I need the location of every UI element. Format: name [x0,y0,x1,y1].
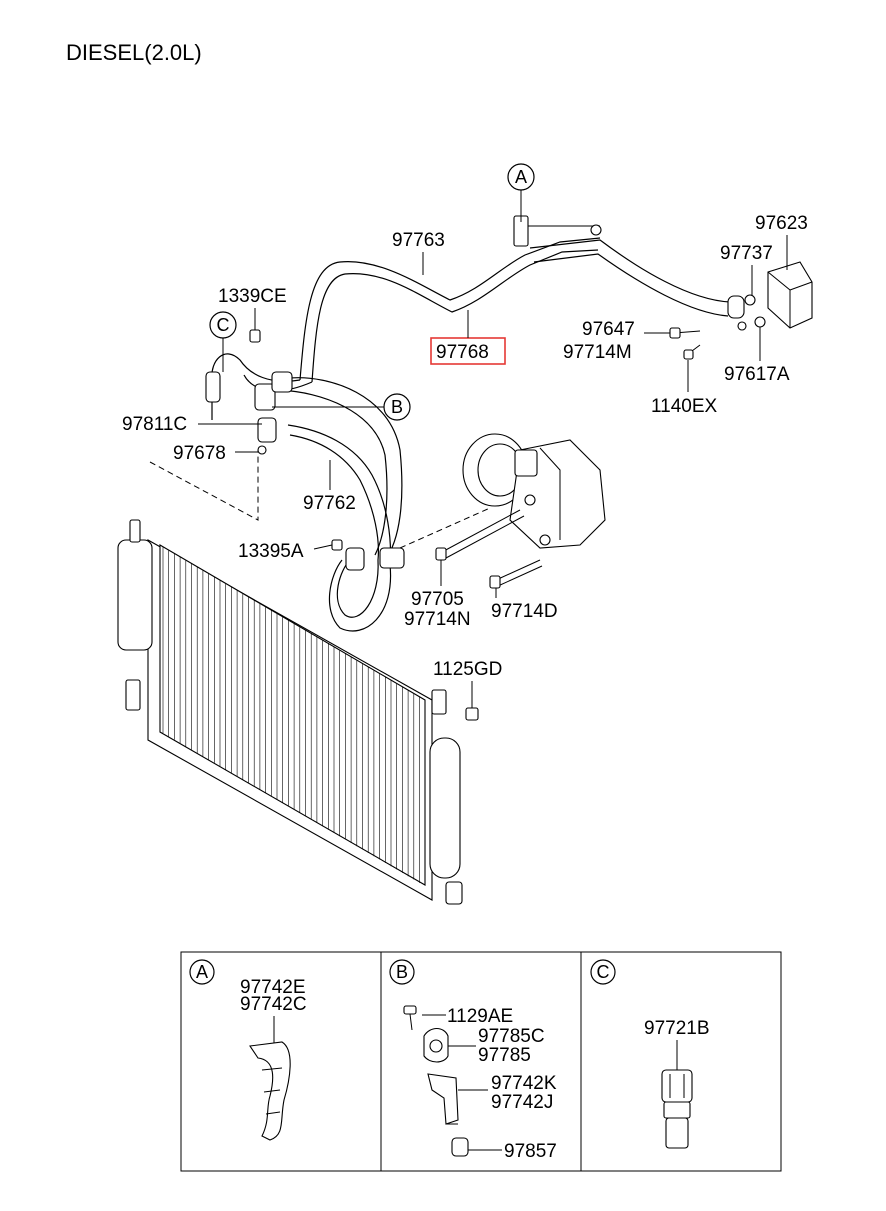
part-label-97714M[interactable]: 97714M [563,342,632,363]
part-label-1125GD[interactable]: 1125GD [433,659,502,680]
part-label-97705[interactable]: 97705 [411,589,464,610]
part-label-97623[interactable]: 97623 [755,213,808,234]
detail-b-part-1[interactable]: 97785C [478,1026,545,1047]
svg-text:B: B [396,962,408,982]
callout-a[interactable]: A [507,163,535,222]
detail-table: A 97742E 97742C B 1129AE 97785C 97785 97… [180,951,782,1172]
detail-b-part-3[interactable]: 97742K [491,1073,557,1094]
detail-b-part-2[interactable]: 97785 [478,1045,531,1066]
svg-text:C: C [597,962,610,982]
part-label-97763[interactable]: 97763 [392,230,445,251]
part-label-1339CE[interactable]: 1339CE [218,286,287,307]
detail-a-part-1[interactable]: 97742C [240,994,307,1015]
part-label-1140EX[interactable]: 1140EX [651,396,718,417]
condenser [117,450,479,905]
detail-b-part-4[interactable]: 97742J [491,1092,553,1113]
detail-panel-c: C 97721B [590,959,710,1149]
diagram-title: DIESEL(2.0L) [66,40,202,65]
ac-compressor [399,433,606,589]
part-label-97714N[interactable]: 97714N [404,609,471,630]
part-label-97737[interactable]: 97737 [720,243,773,264]
part-label-97647[interactable]: 97647 [582,319,635,340]
part-label-97811C[interactable]: 97811C [122,414,187,435]
part-label-97768[interactable]: 97768 [436,342,489,363]
part-label-97678[interactable]: 97678 [173,443,226,464]
detail-b-part-0[interactable]: 1129AE [447,1006,513,1027]
part-label-13395A[interactable]: 13395A [238,541,304,562]
part-label-97714D[interactable]: 97714D [491,601,558,622]
detail-c-part-0[interactable]: 97721B [644,1018,710,1039]
svg-text:B: B [391,397,403,417]
callout-c[interactable]: C [209,311,237,372]
svg-text:C: C [217,315,230,335]
svg-text:A: A [515,167,527,187]
part-label-97762[interactable]: 97762 [303,493,356,514]
detail-panel-a: A 97742E 97742C [189,959,307,1141]
svg-text:A: A [196,962,208,982]
detail-a-part-0[interactable]: 97742E [240,977,306,998]
detail-panel-b: B 1129AE 97785C 97785 97742K 97742J 9785… [389,959,557,1162]
part-labels: 97623 97737 97763 97768 1339CE 97647 977… [122,213,808,708]
discharge-pipe-assembly [205,215,813,632]
callout-b[interactable]: B [272,393,411,421]
part-label-97617A[interactable]: 97617A [724,364,790,385]
condenser-fins [162,547,420,883]
detail-b-part-5[interactable]: 97857 [504,1141,557,1162]
